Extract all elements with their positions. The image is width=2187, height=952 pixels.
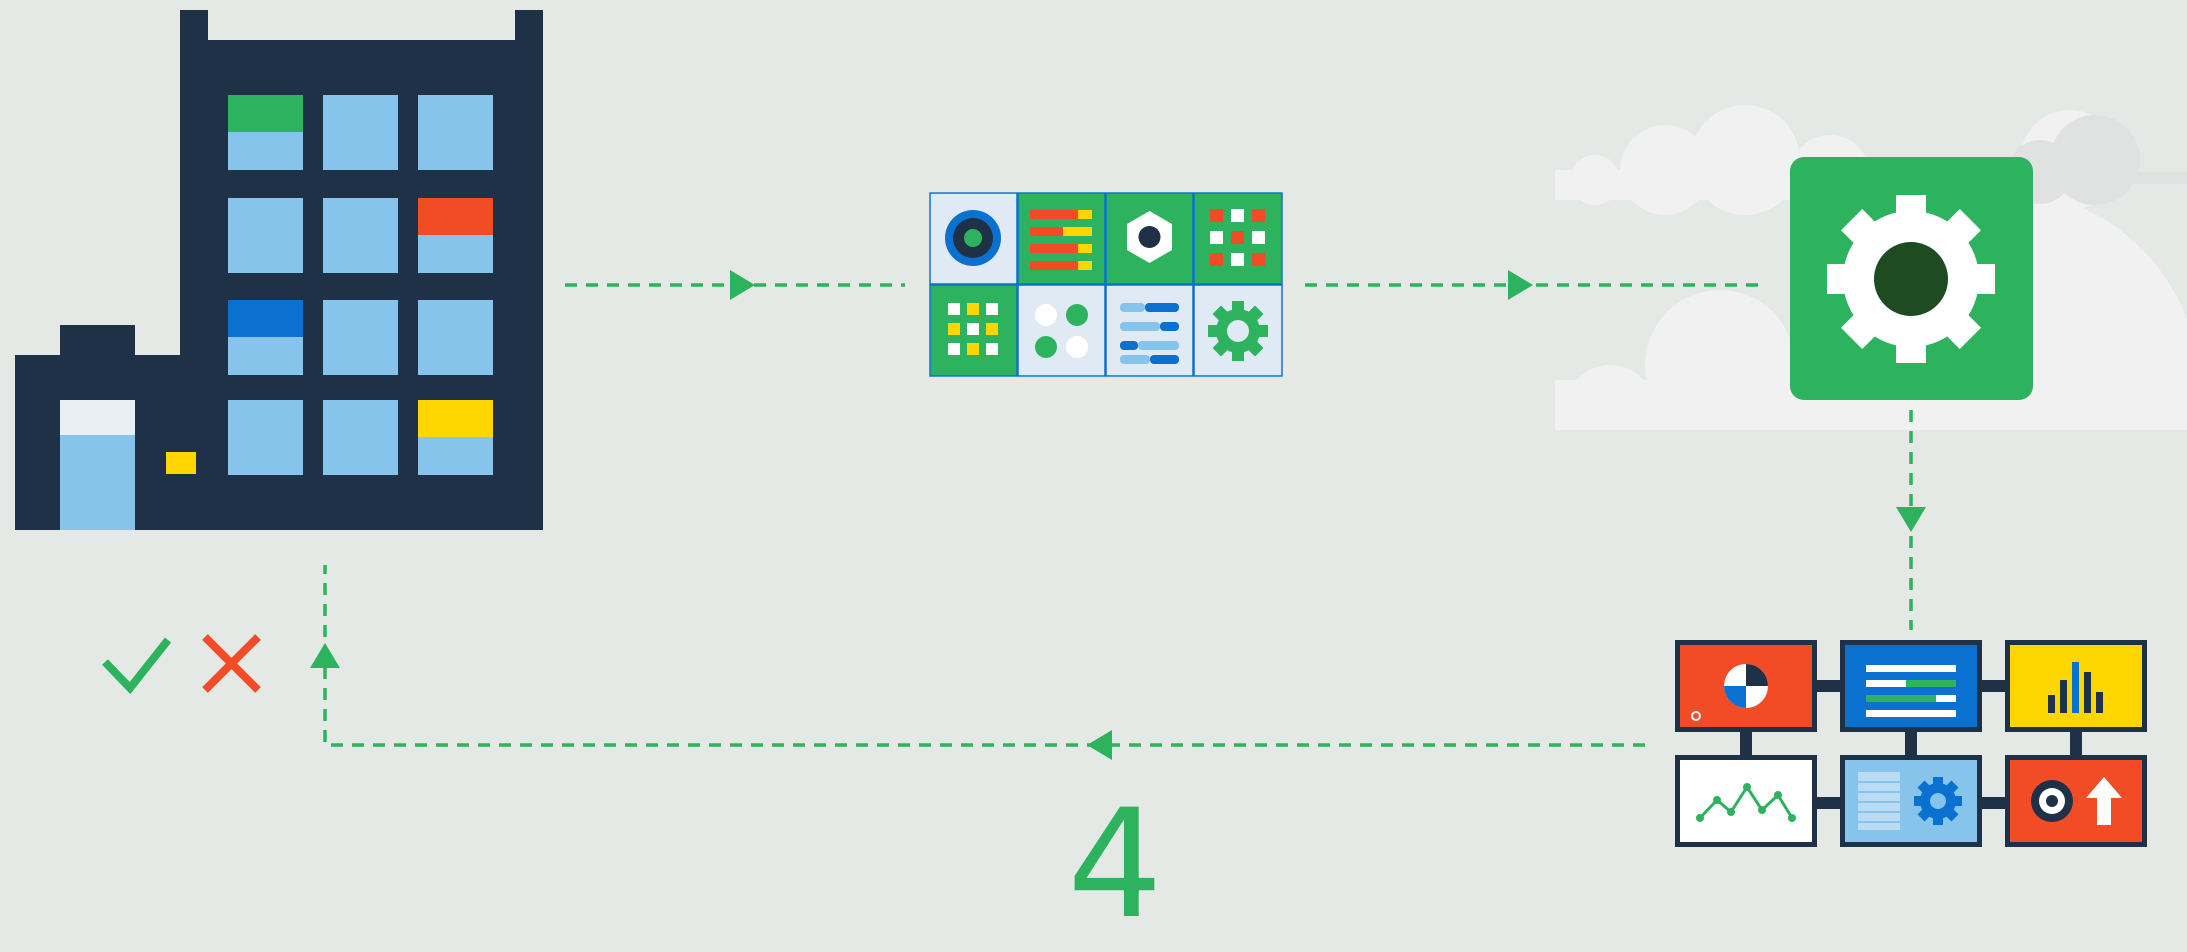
module-tile bbox=[1193, 284, 1283, 377]
module-tile bbox=[1017, 284, 1106, 377]
module-tile bbox=[929, 192, 1018, 285]
module-tile bbox=[929, 284, 1018, 377]
panel-line-chart bbox=[1675, 755, 1817, 847]
arrowhead-down bbox=[1896, 507, 1926, 532]
app-module-grid-icon bbox=[929, 192, 1283, 377]
cross-icon bbox=[202, 634, 261, 693]
arrow-panels-to-building bbox=[323, 565, 1645, 747]
arrowhead-right bbox=[1508, 270, 1533, 300]
arrowhead-right bbox=[730, 270, 755, 300]
arrowhead-up bbox=[310, 643, 340, 668]
module-tile bbox=[1105, 192, 1194, 285]
arrowhead-left bbox=[1087, 730, 1112, 760]
module-tile bbox=[1017, 192, 1106, 285]
panel-list bbox=[1840, 640, 1982, 732]
gear-icon bbox=[1827, 195, 1995, 363]
dashboard-panels-icon bbox=[1675, 640, 2147, 847]
arrow-up-icon bbox=[2086, 777, 2122, 825]
arrowheads bbox=[310, 270, 1926, 760]
module-tile bbox=[1193, 192, 1283, 285]
diagram-canvas: 4 bbox=[15, 10, 2187, 940]
module-tile bbox=[1105, 284, 1194, 377]
panel-upload bbox=[2005, 755, 2147, 847]
panel-settings bbox=[1840, 755, 1982, 847]
cloud-icon bbox=[2000, 115, 2187, 205]
diagram-svg bbox=[15, 10, 2187, 847]
office-building-icon bbox=[15, 10, 543, 530]
process-engine-gear-icon bbox=[1790, 157, 2033, 400]
step-number: 4 bbox=[1067, 778, 1163, 952]
building-windows bbox=[228, 95, 493, 475]
checkmark-icon bbox=[102, 637, 172, 695]
panel-connectors bbox=[1740, 680, 2082, 809]
gear-icon bbox=[1208, 301, 1268, 361]
panel-pie-chart bbox=[1675, 640, 1817, 732]
panel-bar-chart bbox=[2005, 640, 2147, 732]
gear-icon bbox=[1914, 777, 1962, 825]
